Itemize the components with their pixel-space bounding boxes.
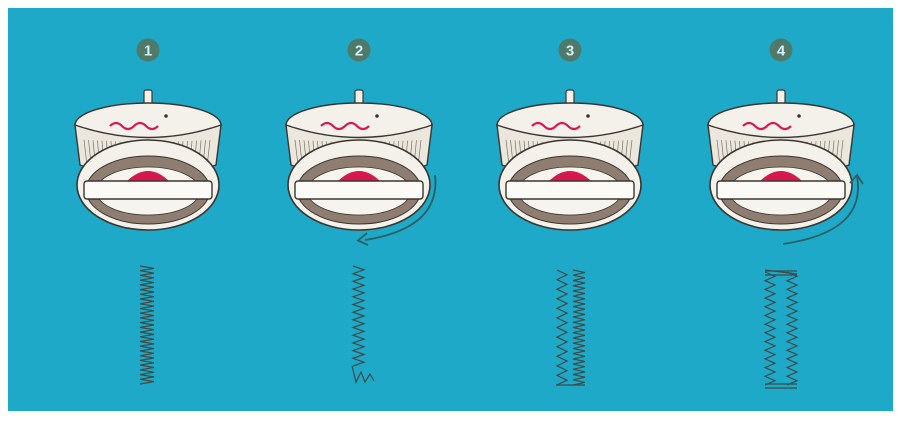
step-number: 2 (355, 43, 363, 60)
step-number: 3 (566, 43, 574, 60)
dial-knob (144, 90, 152, 104)
stitch-left-column (557, 270, 567, 385)
step-1: 1 (75, 39, 221, 385)
step-number-badge: 2 (348, 39, 371, 62)
stitch-dial-icon (75, 90, 221, 230)
dense-zigzag-bar-stitch-icon (556, 270, 585, 385)
stitch-left-column (765, 272, 775, 385)
open-zigzag-with-reverse-bottom-stitch-icon (352, 266, 374, 382)
buttonhole-stitch-icon (765, 270, 797, 388)
step-2: 2 (286, 39, 435, 383)
step-3: 3 (497, 39, 643, 386)
dial-handle (295, 181, 423, 199)
dial-knob (777, 90, 785, 104)
dial-handle (717, 181, 845, 199)
stitch-line (140, 266, 154, 384)
step-number-badge: 3 (559, 39, 582, 62)
stitch-line (353, 266, 364, 366)
step-number-badge: 4 (770, 39, 793, 62)
dial-knob (355, 90, 363, 104)
stitch-dial-icon (497, 90, 643, 230)
stitch-right-column (787, 272, 797, 385)
dial-handle (506, 181, 634, 199)
step-number: 1 (144, 43, 152, 60)
step-4: 4 (708, 39, 863, 389)
stitch-right-column (573, 270, 585, 385)
dial-dot (797, 114, 801, 118)
stitch-dial-icon (708, 90, 854, 230)
dial-handle (84, 181, 212, 199)
stitch-dial-icon (286, 90, 432, 230)
step-number-badge: 1 (137, 39, 160, 62)
dense-zigzag-stitch-icon (140, 266, 154, 384)
dial-dot (586, 114, 590, 118)
dial-dot (375, 114, 379, 118)
dial-knob (566, 90, 574, 104)
stitch-bottom-bar (765, 384, 797, 388)
stitch-bottom (352, 366, 374, 382)
dial-dot (164, 114, 168, 118)
step-number: 4 (777, 43, 786, 60)
